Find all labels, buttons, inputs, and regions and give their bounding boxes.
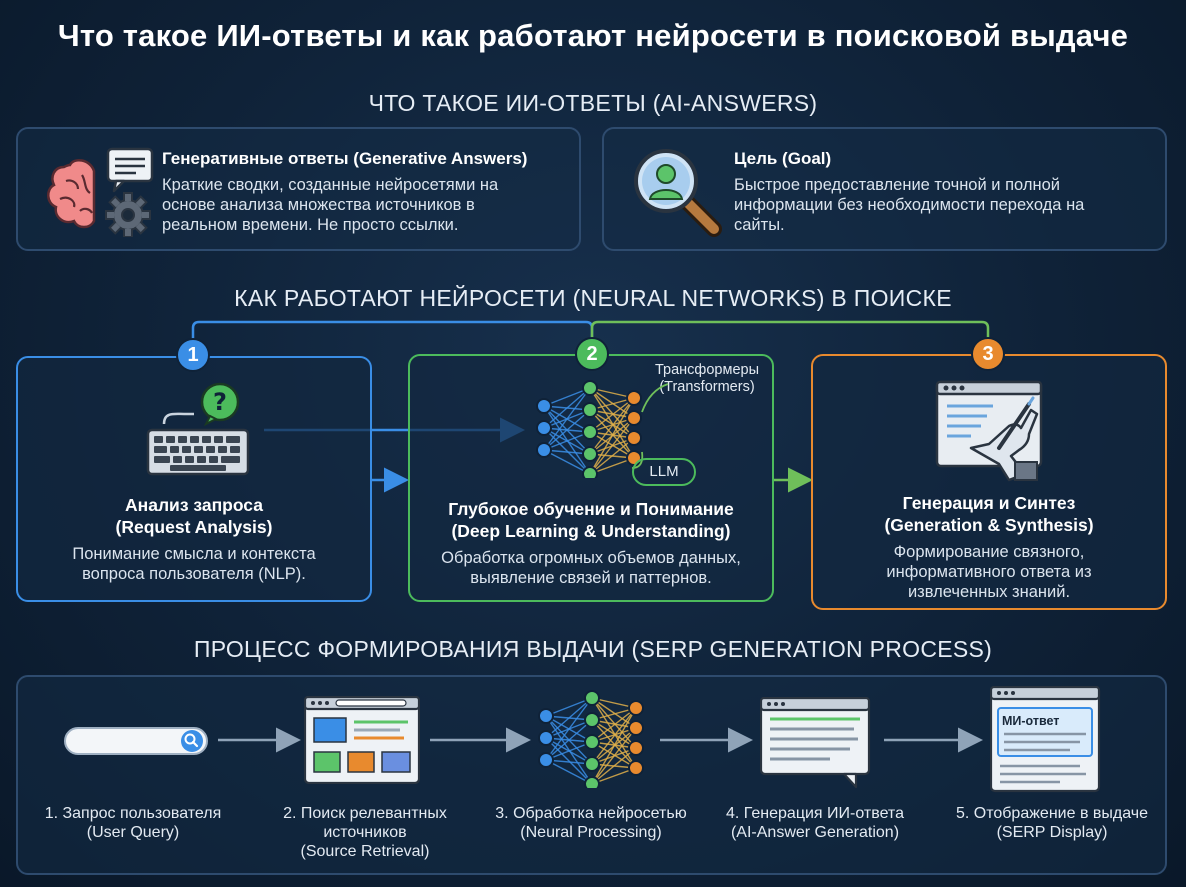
- step-line: (User Query): [86, 824, 180, 841]
- robot-hand-writing-icon: [933, 378, 1049, 487]
- neural-network-icon: [534, 378, 644, 483]
- stage-text: выявление связей и паттернов.: [470, 569, 712, 587]
- brain-chat-gear-icon: [44, 145, 154, 242]
- card-line: Быстрое предоставление точной и полной: [734, 176, 1060, 194]
- stage-number-badge: 3: [971, 337, 1005, 371]
- svg-text:?: ?: [213, 388, 227, 416]
- stage-number-badge: 2: [575, 337, 609, 371]
- step-label-source-retrieval: 2. Поиск релевантных источников (Source …: [250, 804, 480, 861]
- section-heading-ai-answers: ЧТО ТАКОЕ ИИ-ОТВЕТЫ (AI-ANSWERS): [368, 90, 818, 116]
- card-goal: Цель (Goal) Быстрое предоставление точно…: [602, 127, 1167, 251]
- stage-title: Генерация и Синтез: [902, 493, 1076, 513]
- serp-answer-label: МИ-ответ: [1002, 714, 1060, 728]
- serp-display-icon: МИ-ответ: [989, 685, 1102, 799]
- stage-title: Глубокое обучение и Понимание: [448, 499, 734, 519]
- stage-generation-synthesis: Генерация и Синтез (Generation & Synthes…: [811, 354, 1167, 610]
- stage-deep-learning: Трансформеры (Transformers) LLM Глубокое…: [408, 354, 774, 602]
- step-line: (Neural Processing): [520, 824, 662, 841]
- card-line: сайты.: [734, 216, 785, 234]
- callout-transformers: (Transformers): [659, 379, 755, 395]
- stage-text: Понимание смысла и контекста: [72, 545, 316, 563]
- step-label-serp-display: 5. Отображение в выдаче (SERP Display): [930, 804, 1174, 842]
- step-label-user-query: 1. Запрос пользователя (User Query): [18, 804, 248, 842]
- step-label-neural-processing: 3. Обработка нейросетью (Neural Processi…: [476, 804, 706, 842]
- search-user-icon: [628, 143, 724, 244]
- step-line: (AI-Answer Generation): [730, 824, 900, 841]
- step-line: 3. Обработка нейросетью: [495, 805, 687, 822]
- callout-transformers: Трансформеры: [654, 362, 759, 378]
- stage-text: извлеченных знаний.: [907, 583, 1071, 601]
- step-line: 4. Генерация ИИ-ответа: [726, 805, 904, 822]
- step-line: (Source Retrieval): [300, 843, 430, 860]
- answer-document-icon: [759, 696, 872, 794]
- stage-text: вопроса пользователя (NLP).: [82, 565, 306, 583]
- step-line: 2. Поиск релевантных: [283, 805, 447, 822]
- card-line: реальном времени. Не просто ссылки.: [162, 216, 459, 234]
- step-line: 1. Запрос пользователя: [44, 805, 222, 822]
- card-title: Цель (Goal): [734, 149, 832, 168]
- callout-lines: [631, 383, 669, 469]
- step-line: 5. Отображение в выдаче: [955, 805, 1149, 822]
- stage-request-analysis: ? Анализ запроса (Request Analysis) Пони…: [16, 356, 372, 602]
- card-line: основе анализа множества источников в: [162, 196, 475, 214]
- card-line: Краткие сводки, созданные нейросетями на: [162, 176, 499, 194]
- stage-number-badge: 1: [176, 338, 210, 372]
- callout-llm: LLM: [632, 458, 696, 486]
- stage-title: (Request Analysis): [115, 517, 273, 537]
- card-line: информации без необходимости перехода на: [734, 196, 1085, 214]
- search-bar-icon: [64, 727, 208, 760]
- page-title: Что такое ИИ-ответы и как работают нейро…: [57, 18, 1129, 53]
- stage-title: Анализ запроса: [125, 495, 263, 515]
- stage-text: Формирование связного,: [893, 543, 1085, 561]
- browser-sources-icon: [303, 695, 421, 789]
- keyboard-question-icon: ?: [144, 382, 254, 483]
- section-heading-serp-process: ПРОЦЕСС ФОРМИРОВАНИЯ ВЫДАЧИ (SERP GENERA…: [193, 636, 993, 662]
- step-line: источников: [323, 824, 407, 841]
- neural-network-icon: [536, 688, 646, 793]
- card-generative-answers: Генеративные ответы (Generative Answers)…: [16, 127, 581, 251]
- section-heading-neural-networks: КАК РАБОТАЮТ НЕЙРОСЕТИ (NEURAL NETWORKS)…: [234, 285, 952, 311]
- stage-text: информативного ответа из: [886, 563, 1092, 581]
- stage-text: Обработка огромных объемов данных,: [441, 549, 741, 567]
- stage-title: (Generation & Synthesis): [884, 515, 1094, 535]
- stage-title: (Deep Learning & Understanding): [451, 521, 731, 541]
- step-label-ai-answer-generation: 4. Генерация ИИ-ответа (AI-Answer Genera…: [700, 804, 930, 842]
- card-title: Генеративные ответы (Generative Answers): [162, 149, 528, 168]
- step-line: (SERP Display): [996, 824, 1108, 841]
